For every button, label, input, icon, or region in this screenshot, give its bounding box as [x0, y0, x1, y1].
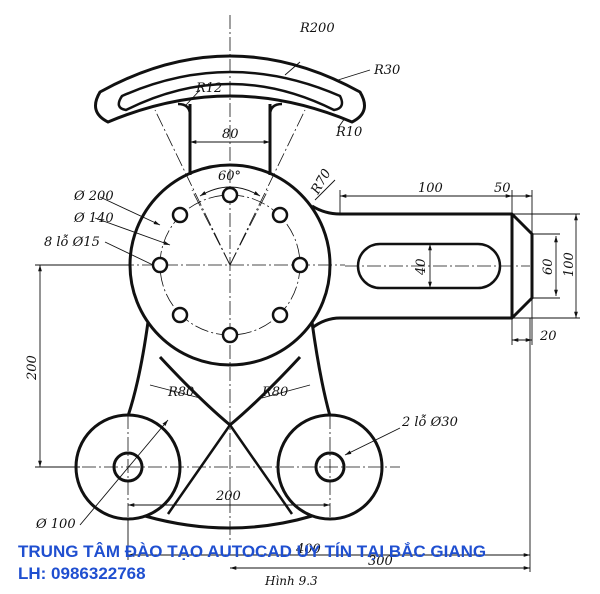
dim-r80-left: R80 — [167, 385, 194, 400]
dim-200-bottom: 200 — [215, 489, 241, 504]
dim-r30: R30 — [373, 63, 400, 78]
dimension-lines — [35, 61, 580, 572]
dim-400: 400 — [295, 542, 321, 557]
dim-100-right: 100 — [562, 252, 577, 277]
part-outline — [74, 54, 534, 530]
dim-20: 20 — [539, 329, 557, 344]
figure-caption: Hình 9.3 — [265, 574, 318, 588]
dim-r12: R12 — [195, 81, 222, 96]
dim-60: 60 — [541, 258, 556, 275]
dim-dia100: Ø 100 — [35, 517, 76, 532]
dim-8-holes: 8 lỗ Ø15 — [44, 234, 100, 250]
dim-angle-60: 60° — [218, 169, 241, 184]
dim-50: 50 — [494, 181, 511, 196]
banner-phone: LH: 0986322768 — [18, 564, 146, 583]
dim-100-top: 100 — [418, 181, 443, 196]
dim-dia200: Ø 200 — [73, 189, 114, 204]
dim-r80-right: R80 — [261, 385, 288, 400]
banner-title: TRUNG TÂM ĐÀO TẠO AUTOCAD UY TÍN TẠI BẮC… — [18, 542, 487, 561]
dim-200-left: 200 — [25, 355, 40, 381]
dim-80: 80 — [222, 127, 239, 142]
dim-40: 40 — [414, 258, 429, 276]
dim-r10: R10 — [335, 125, 362, 140]
dim-r70: R70 — [308, 167, 335, 198]
dim-2-holes: 2 lỗ Ø30 — [401, 414, 458, 430]
dim-300: 300 — [368, 554, 393, 569]
dim-dia140: Ø 140 — [73, 211, 114, 226]
dim-r200: R200 — [299, 21, 335, 36]
dimension-texts: R200 R30 R12 R10 80 60° R70 100 50 Ø 200… — [25, 21, 577, 569]
